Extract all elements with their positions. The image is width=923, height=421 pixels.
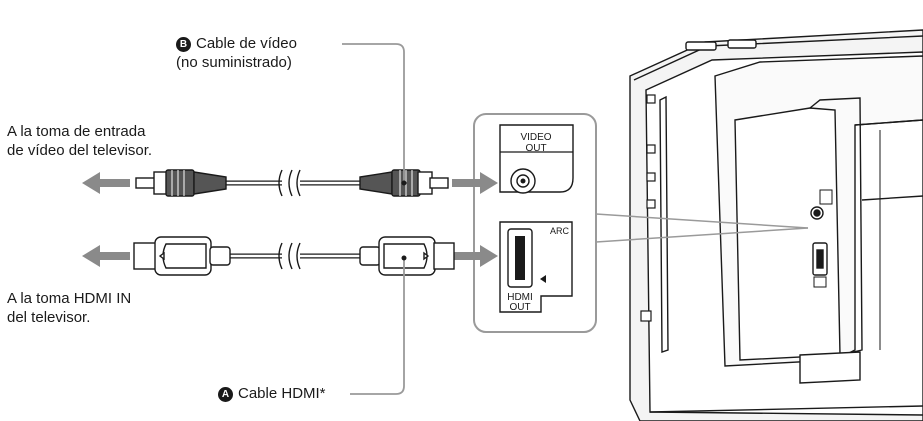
hdmi-arc-label: ARC	[550, 226, 570, 236]
video-target-line2: de vídeo del televisor.	[7, 142, 153, 159]
hdmi-target-line2: del televisor.	[7, 309, 91, 326]
arrow-right-hdmi-icon	[452, 245, 498, 267]
arrow-right-video-icon	[452, 172, 498, 194]
arrow-left-hdmi-icon	[82, 245, 130, 267]
video-target-line1: A la toma de entrada	[7, 123, 146, 140]
zoom-lines	[595, 213, 809, 243]
video-cable-label: B Cable de vídeo	[176, 35, 297, 53]
device-illustration	[629, 29, 923, 421]
video-cable	[135, 169, 449, 197]
port-panel: VIDEO OUT ARC HDMI OUT	[473, 113, 597, 333]
hdmi-out-label-line2: OUT	[509, 302, 530, 313]
callout-dot-hdmi	[401, 255, 407, 261]
hdmi-cable-name: Cable HDMI*	[238, 385, 326, 402]
arrow-left-video-icon	[82, 172, 130, 194]
hdmi-target-line1: A la toma HDMI IN	[7, 290, 132, 307]
rca-plug-right	[359, 169, 449, 197]
video-out-label-line2: OUT	[525, 143, 546, 154]
hdmi-plug-right	[359, 236, 455, 276]
callout-leaders	[342, 43, 405, 395]
hdmi-out-jack: ARC HDMI OUT	[499, 221, 573, 313]
hdmi-out-label-line1: HDMI	[507, 292, 533, 303]
badge-b-icon: B	[176, 37, 191, 52]
badge-a-icon: A	[218, 387, 233, 402]
video-out-jack: VIDEO OUT	[499, 124, 574, 194]
callout-dot-video	[401, 180, 407, 186]
hdmi-plug-left	[133, 236, 231, 276]
video-cable-note: (no suministrado)	[176, 54, 292, 71]
rca-plug-left	[135, 169, 227, 197]
arrows	[82, 172, 498, 267]
hdmi-cable-label: A Cable HDMI*	[218, 385, 326, 403]
video-cable-name: Cable de vídeo	[196, 35, 297, 52]
hdmi-cable	[133, 236, 455, 276]
video-out-label-line1: VIDEO	[520, 132, 551, 143]
